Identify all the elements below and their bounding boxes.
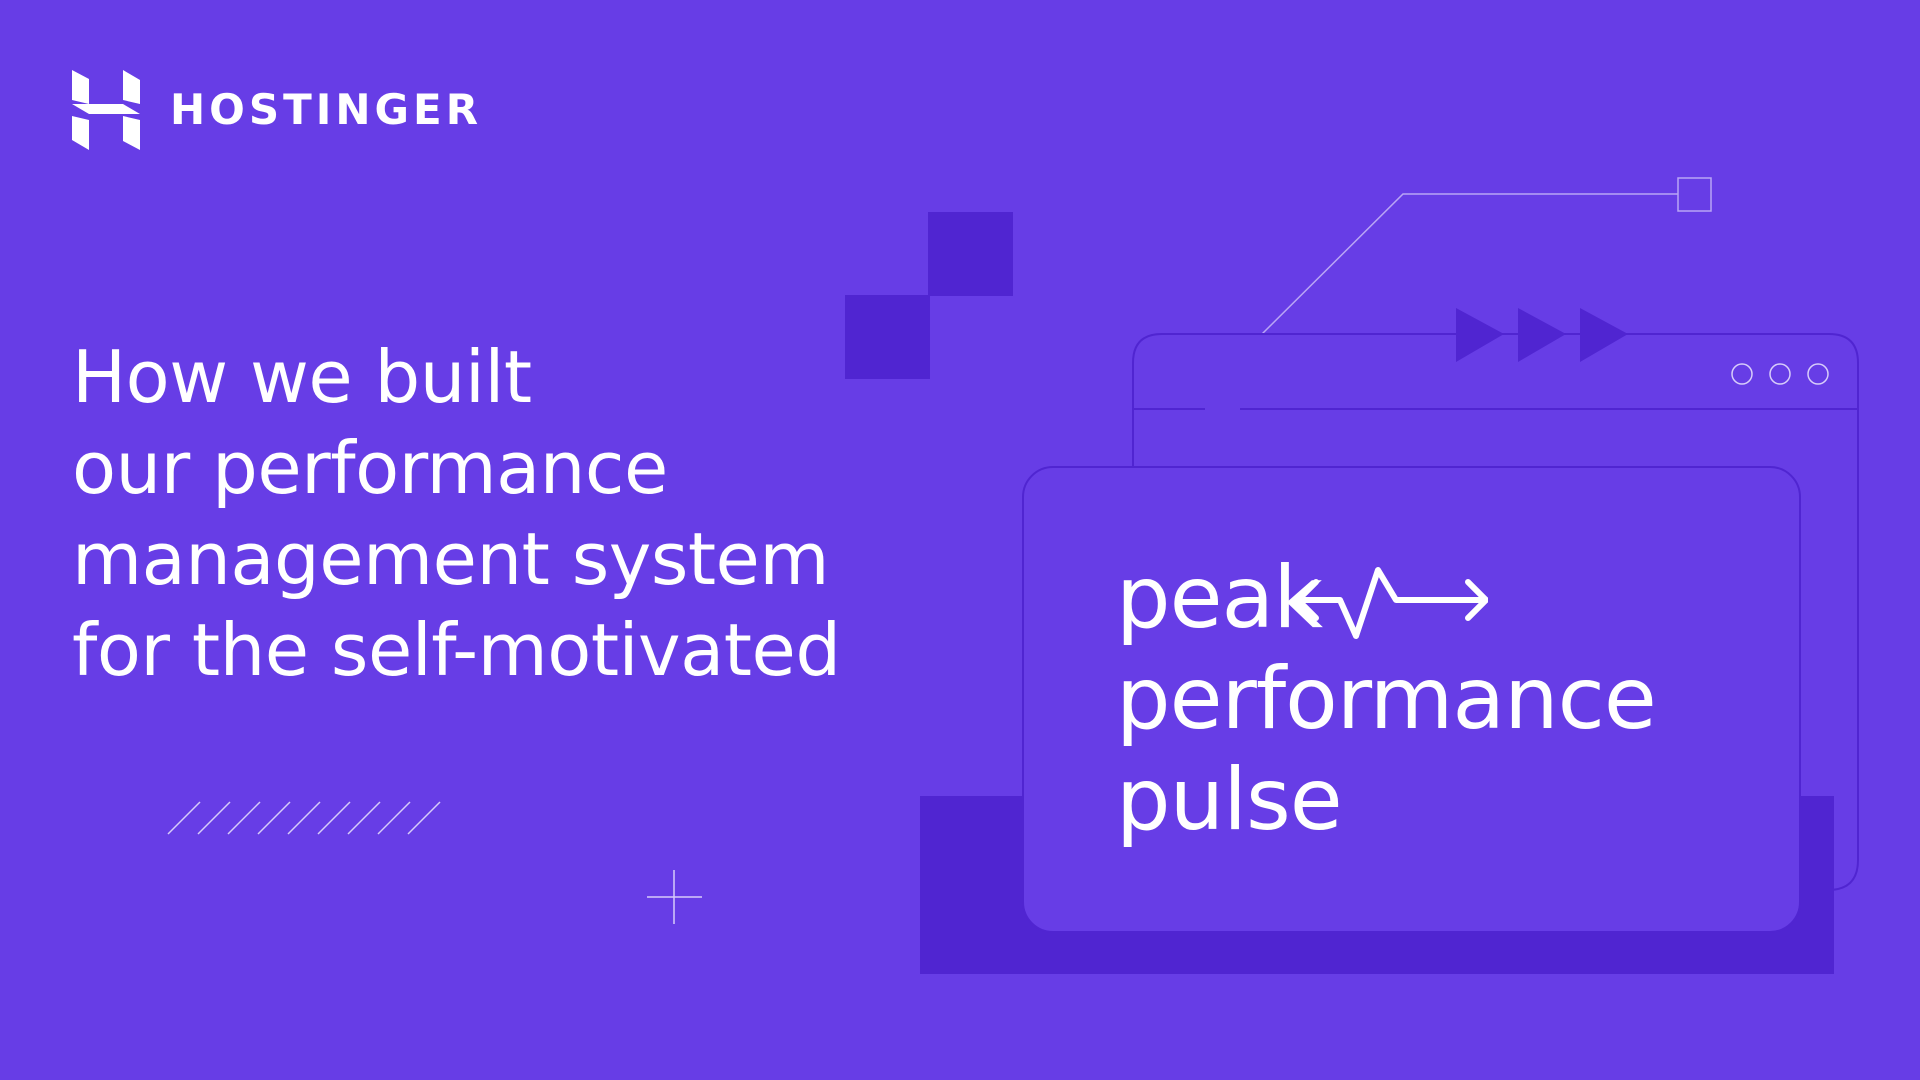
connector-line [1261,193,1678,335]
checker-square-bottom [845,295,930,379]
hostinger-h-logo-icon [72,70,140,150]
front-card [1022,466,1801,933]
connector-square-icon [1677,177,1712,212]
headline-line: for the self-motivated [72,608,841,692]
checker-square-top [928,212,1013,296]
plus-icon [647,870,702,924]
headline-line: our performance [72,426,668,510]
card-title-line: performance [1116,649,1657,749]
headline-line: management system [72,517,829,601]
card-title: peak performance pulse [1116,548,1657,851]
hatch-lines [167,801,441,835]
fast-forward-arrows-icon [1456,308,1628,362]
headline-line: How we built [72,335,532,419]
arrow-heartbeat-icon [1296,567,1488,639]
brand-header[interactable]: HOSTINGER [72,70,482,150]
brand-name: HOSTINGER [170,85,483,134]
back-window-frame [1132,333,1859,891]
article-headline: How we built our performance management … [72,332,841,696]
card-title-line: pulse [1116,750,1343,850]
window-controls-icon [1731,363,1829,385]
card-title-line: peak [1116,548,1323,648]
